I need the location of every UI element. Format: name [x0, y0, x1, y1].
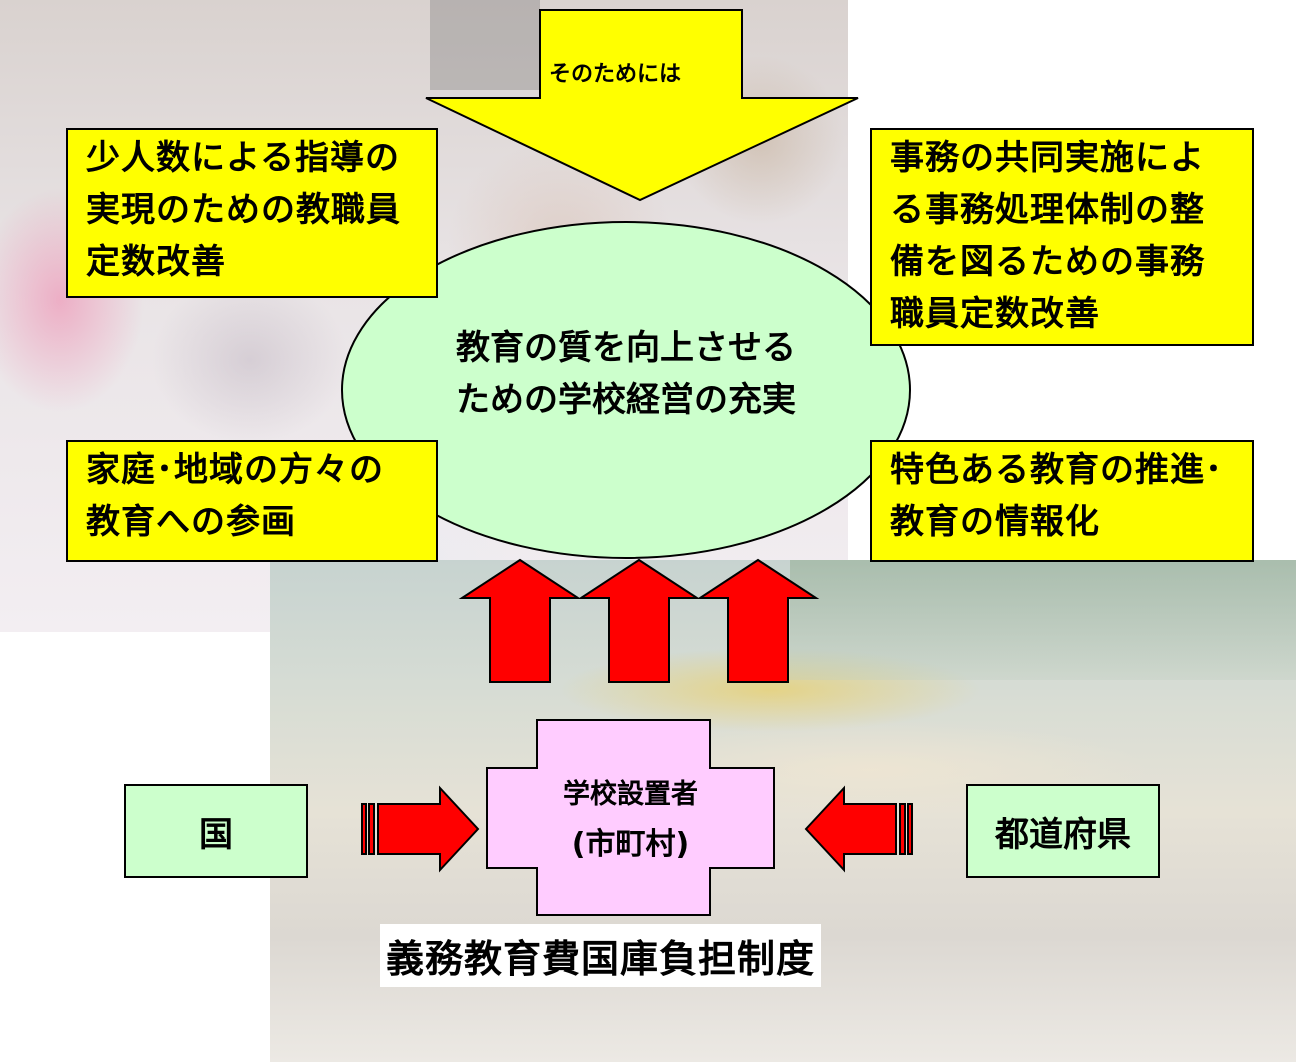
box-teacher-staffing: 少人数による指導の 実現のための教職員 定数改善: [66, 128, 438, 298]
box-line: 職員定数改善: [890, 294, 1100, 334]
top-arrow-label: そのためには: [549, 62, 682, 87]
box-line: 実現のための教職員: [86, 190, 401, 230]
center-line-1: 教育の質を向上させる: [456, 328, 796, 368]
founder-municipality: (市町村): [571, 827, 690, 862]
country-label: 国: [199, 814, 233, 855]
box-line: 特色ある教育の推進･: [890, 450, 1223, 490]
center-text: 教育の質を向上させる ための学校経営の充実: [342, 322, 910, 426]
right-arrow: [804, 785, 913, 873]
center-line-2: ための学校経営の充実: [456, 380, 796, 420]
country-box: 国: [124, 784, 308, 878]
bookshelf: [430, 0, 540, 90]
up-arrow-2: [577, 558, 701, 683]
top-down-arrow: [425, 9, 859, 202]
box-distinctive-education: 特色ある教育の推進･ 教育の情報化: [870, 440, 1254, 562]
prefecture-box: 都道府県: [966, 784, 1160, 878]
up-arrows: [458, 558, 820, 683]
founder-label: 学校設置者: [563, 779, 698, 810]
left-arrow: [361, 785, 480, 873]
box-line: 教育の情報化: [890, 502, 1100, 542]
up-arrow-3b: [696, 558, 820, 683]
box-office-staffing: 事務の共同実施によ る事務処理体制の整 備を図るための事務 職員定数改善: [870, 128, 1254, 346]
box-community-participation: 家庭･地域の方々の 教育への参画: [66, 440, 438, 562]
founder-text: 学校設置者 (市町村): [487, 772, 774, 863]
box-line: 少人数による指導の: [86, 138, 400, 178]
box-line: 備を図るための事務: [890, 242, 1205, 282]
up-arrow-1: [458, 558, 582, 683]
center-ellipse: [341, 221, 911, 559]
box-line: 事務の共同実施によ: [890, 138, 1205, 178]
founder-cross: [486, 719, 775, 916]
caption: 義務教育費国庫負担制度: [380, 924, 822, 987]
box-line: る事務処理体制の整: [890, 190, 1205, 230]
box-line: 定数改善: [86, 242, 226, 282]
box-line: 家庭･地域の方々の: [86, 450, 384, 490]
trees: [790, 560, 1296, 680]
prefecture-label: 都道府県: [995, 814, 1131, 855]
box-line: 教育への参画: [86, 502, 296, 542]
